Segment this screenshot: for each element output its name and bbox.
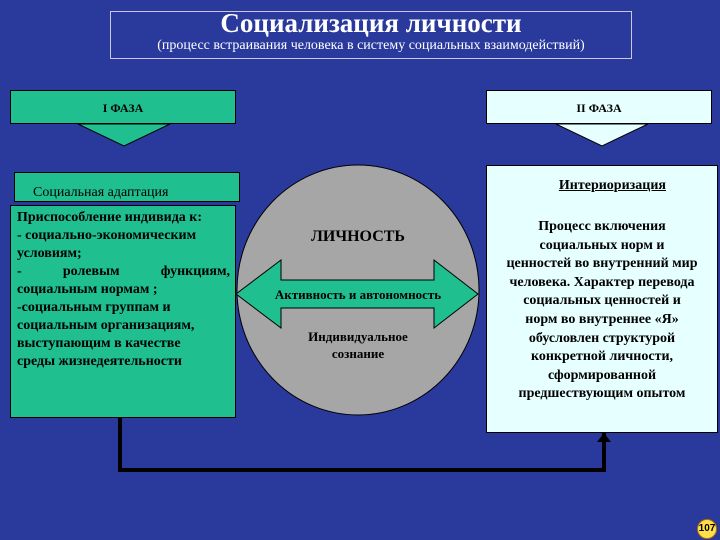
phase-1-label: I ФАЗА (102, 101, 144, 115)
adaptation-line: - ролевым функциям, (17, 263, 230, 281)
personality-title: ЛИЧНОСТЬ (311, 228, 405, 245)
adaptation-text-box: Приспособление индивида к: - социально-э… (10, 205, 236, 418)
adaptation-line: выступающим в качестве (17, 336, 181, 351)
interiorization-box (486, 165, 718, 433)
adaptation-word: ролевым (62, 264, 120, 279)
interiorization-line: предшествующим опытом (518, 386, 686, 402)
connector-arrowhead (597, 433, 611, 442)
consciousness-line: сознание (331, 346, 385, 361)
consciousness-line: Индивидуальное (308, 329, 408, 344)
adaptation-line: -социальным группам и (17, 300, 171, 315)
phase-2-label: II ФАЗА (576, 101, 622, 115)
interiorization-heading: Интериоризация (558, 178, 666, 193)
bottom-connector-line (118, 418, 606, 472)
page-title: Социализация личности (220, 8, 522, 38)
phase-2-down-arrow (555, 123, 649, 147)
adaptation-line: среды жизнедеятельности (17, 354, 182, 369)
adaptation-line: условиям; (17, 246, 82, 261)
interiorization-line: человека. Характер перевода (509, 274, 695, 290)
interiorization-text: Процесс включения социальных норм и ценн… (486, 218, 718, 404)
adaptation-heading: Социальная адаптация (33, 185, 169, 200)
interiorization-line: социальных норм и (539, 237, 665, 253)
interiorization-line: обусловлен структурой (528, 330, 676, 346)
adaptation-line: социальным нормам ; (17, 282, 158, 297)
adaptation-heading-box: Социальная адаптация (14, 172, 240, 202)
consciousness-label: Индивидуальное сознание (258, 328, 458, 362)
page-subtitle: (процесс встраивания человека в систему … (157, 38, 585, 53)
activity-label: Активность и автономность (274, 287, 442, 302)
interiorization-line: норм во внутреннее «Я» (525, 311, 679, 327)
adaptation-line: - социально-экономическим (17, 228, 197, 243)
adaptation-line: Приспособление индивида к: (17, 210, 203, 225)
interiorization-line: сформированной (547, 367, 657, 383)
double-arrow (235, 258, 479, 330)
interiorization-line: Процесс включения (538, 219, 666, 234)
phase-1-down-arrow (77, 123, 171, 147)
interiorization-line: конкретной личности, (530, 349, 674, 365)
interiorization-line: социальных ценностей и (523, 293, 681, 309)
adaptation-word: - (17, 264, 22, 279)
adaptation-word: функциям, (160, 264, 230, 279)
phase-2-box: II ФАЗА (486, 90, 712, 124)
title-frame (110, 11, 632, 59)
page-number: 107 (698, 523, 716, 534)
interiorization-line: ценностей во внутренний мир (506, 256, 698, 272)
adaptation-line: социальным организациям, (17, 318, 195, 333)
page-number-badge: 107 (697, 519, 717, 539)
